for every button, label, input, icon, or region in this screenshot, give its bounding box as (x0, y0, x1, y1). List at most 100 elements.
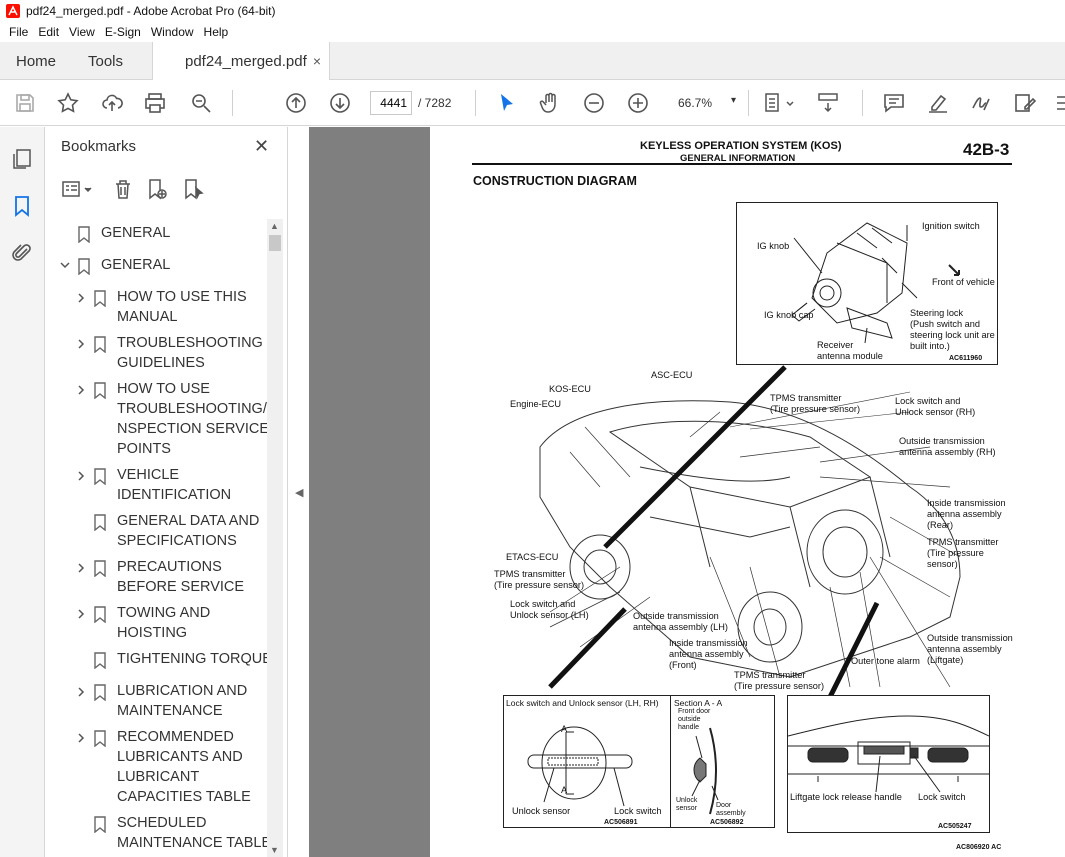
fit-page-icon[interactable] (764, 91, 796, 115)
menu-bar: File Edit View E-Sign Window Help (0, 22, 1065, 42)
bookmark-label: HOW TO USE THIS MANUAL (117, 289, 247, 325)
bookmark-label: HOW TO USE TROUBLESHOOTING/I NSPECTION S… (117, 381, 269, 457)
toolbar-separator (475, 90, 476, 116)
bookmark-item[interactable]: TOWING AND HOISTING (45, 605, 267, 645)
edit-pdf-icon[interactable] (1013, 91, 1037, 115)
scroll-mode-icon[interactable] (816, 91, 840, 115)
more-tools-icon[interactable] (1055, 91, 1065, 115)
close-icon[interactable]: ✕ (254, 136, 270, 156)
bookmark-item[interactable]: GENERAL DATA AND SPECIFICATIONS (45, 513, 267, 553)
bookmark-options-icon[interactable] (61, 178, 95, 200)
menu-file[interactable]: File (9, 25, 29, 39)
panel-collapse-handle[interactable]: ◀ (289, 127, 309, 857)
page-number-input[interactable] (370, 91, 412, 115)
bookmark-label: TIGHTENING TORQUE (117, 651, 269, 667)
bookmark-item[interactable]: GENERAL (45, 225, 267, 245)
new-bookmark-icon[interactable] (146, 178, 168, 200)
etacs-ecu-label: ETACS-ECU (506, 552, 559, 562)
bookmark-item[interactable]: VEHICLE IDENTIFICATION (45, 467, 267, 507)
unlock-sensor-label: Unlock sensor (512, 806, 571, 816)
bookmarks-panel-icon[interactable] (10, 194, 34, 218)
scrollbar-thumb[interactable] (269, 235, 281, 251)
bookmarks-scrollbar[interactable]: ▲ ▼ (267, 219, 283, 857)
bookmark-label: RECOMMENDED LUBRICANTS AND LUBRICANT CAP… (117, 729, 251, 805)
page-down-icon[interactable] (328, 91, 352, 115)
bookmark-label: GENERAL (101, 225, 171, 241)
select-cursor-icon[interactable] (495, 91, 519, 115)
menu-edit[interactable]: Edit (38, 25, 60, 39)
chevron-right-icon[interactable] (75, 469, 87, 483)
page-up-icon[interactable] (284, 91, 308, 115)
menu-window[interactable]: Window (150, 25, 194, 39)
lock-switch-label: Lock switch (614, 806, 662, 816)
scroll-down-icon[interactable]: ▼ (270, 845, 279, 855)
tab-tools[interactable]: Tools (88, 52, 124, 70)
scroll-up-icon[interactable]: ▲ (270, 221, 279, 231)
zoom-search-icon[interactable] (189, 91, 213, 115)
bookmark-label: GENERAL (101, 257, 171, 273)
chevron-right-icon[interactable] (75, 685, 87, 699)
menu-help[interactable]: Help (203, 25, 229, 39)
bookmark-label: TROUBLESHOOTING GUIDELINES (117, 335, 263, 371)
section-a-a-title: Section A - A (674, 698, 723, 708)
window-title: pdf24_merged.pdf - Adobe Acrobat Pro (64… (26, 4, 276, 18)
tab-document[interactable]: pdf24_merged.pdf × (152, 42, 330, 80)
bookmark-flag-icon (94, 290, 106, 308)
zoom-level-dropdown[interactable]: 66.7% ▾ (670, 91, 742, 115)
bookmark-item[interactable]: TROUBLESHOOTING GUIDELINES (45, 335, 267, 375)
chevron-right-icon[interactable] (75, 337, 87, 351)
inset-code: AC505247 (938, 823, 972, 830)
print-icon[interactable] (143, 91, 167, 115)
upload-icon[interactable] (100, 91, 124, 115)
tab-home[interactable]: Home (16, 52, 57, 70)
chevron-down-icon[interactable] (59, 259, 71, 273)
bookmark-from-selection-icon[interactable] (182, 178, 204, 200)
bookmark-item[interactable]: GENERAL (45, 257, 267, 277)
highlight-icon[interactable] (926, 91, 950, 115)
ig-knob-cap-label: IG knob cap (764, 310, 814, 320)
bookmark-item[interactable]: TIGHTENING TORQUE (45, 651, 269, 671)
hand-icon[interactable] (538, 91, 562, 115)
ig-knob-label: IG knob (757, 241, 790, 251)
menu-esign[interactable]: E-Sign (104, 25, 141, 39)
bookmark-label: VEHICLE IDENTIFICATION (117, 467, 232, 503)
bookmark-flag-icon (78, 226, 90, 244)
collapse-arrow-icon[interactable]: ◀ (295, 487, 304, 499)
chevron-right-icon[interactable] (75, 561, 87, 575)
bookmark-star-icon[interactable] (56, 91, 80, 115)
toolbar-separator (232, 90, 233, 116)
bookmark-flag-icon (94, 816, 106, 834)
section-marker-a-top: A (561, 724, 568, 734)
pages-icon[interactable] (10, 147, 34, 171)
menu-view[interactable]: View (69, 25, 95, 39)
toolbar: / 7282 66.7% ▾ (0, 80, 1065, 126)
zoom-in-icon[interactable] (626, 91, 650, 115)
attachments-icon[interactable] (10, 241, 34, 265)
chevron-right-icon[interactable] (75, 291, 87, 305)
bookmark-item[interactable]: PRECAUTIONS BEFORE SERVICE (45, 559, 267, 599)
document-viewport[interactable]: KEYLESS OPERATION SYSTEM (KOS) GENERAL I… (309, 127, 1065, 857)
outer-tone-alarm-label: Outer tone alarm (851, 656, 920, 666)
zoom-out-icon[interactable] (582, 91, 606, 115)
bookmark-item[interactable]: HOW TO USE THIS MANUAL (45, 289, 267, 329)
bookmark-flag-icon (94, 336, 106, 354)
bookmark-item[interactable]: RECOMMENDED LUBRICANTS AND LUBRICANT CAP… (45, 729, 267, 809)
save-icon[interactable] (13, 91, 37, 115)
comment-icon[interactable] (882, 91, 906, 115)
chevron-right-icon[interactable] (75, 607, 87, 621)
bookmark-label: PRECAUTIONS BEFORE SERVICE (117, 559, 245, 595)
inset-code: AC506891 (604, 819, 638, 826)
lock-switch-inset-title: Lock switch and Unlock sensor (LH, RH) (506, 698, 659, 708)
tab-close-icon[interactable]: × (312, 53, 321, 69)
chevron-right-icon[interactable] (75, 383, 87, 397)
bookmark-item[interactable]: SCHEDULED MAINTENANCE TABLE (45, 815, 269, 855)
bookmark-item[interactable]: HOW TO USE TROUBLESHOOTING/I NSPECTION S… (45, 381, 269, 461)
tpms-left-label: TPMS transmitter (Tire pressure sensor) (494, 569, 585, 590)
toolbar-separator (748, 90, 749, 116)
bookmark-item[interactable]: LUBRICATION AND MAINTENANCE (45, 683, 267, 723)
inset-code: AC506892 (710, 819, 744, 826)
delete-bookmark-icon[interactable] (112, 178, 134, 200)
engine-ecu-label: Engine-ECU (510, 399, 562, 409)
sign-icon[interactable] (969, 91, 993, 115)
chevron-right-icon[interactable] (75, 731, 87, 745)
